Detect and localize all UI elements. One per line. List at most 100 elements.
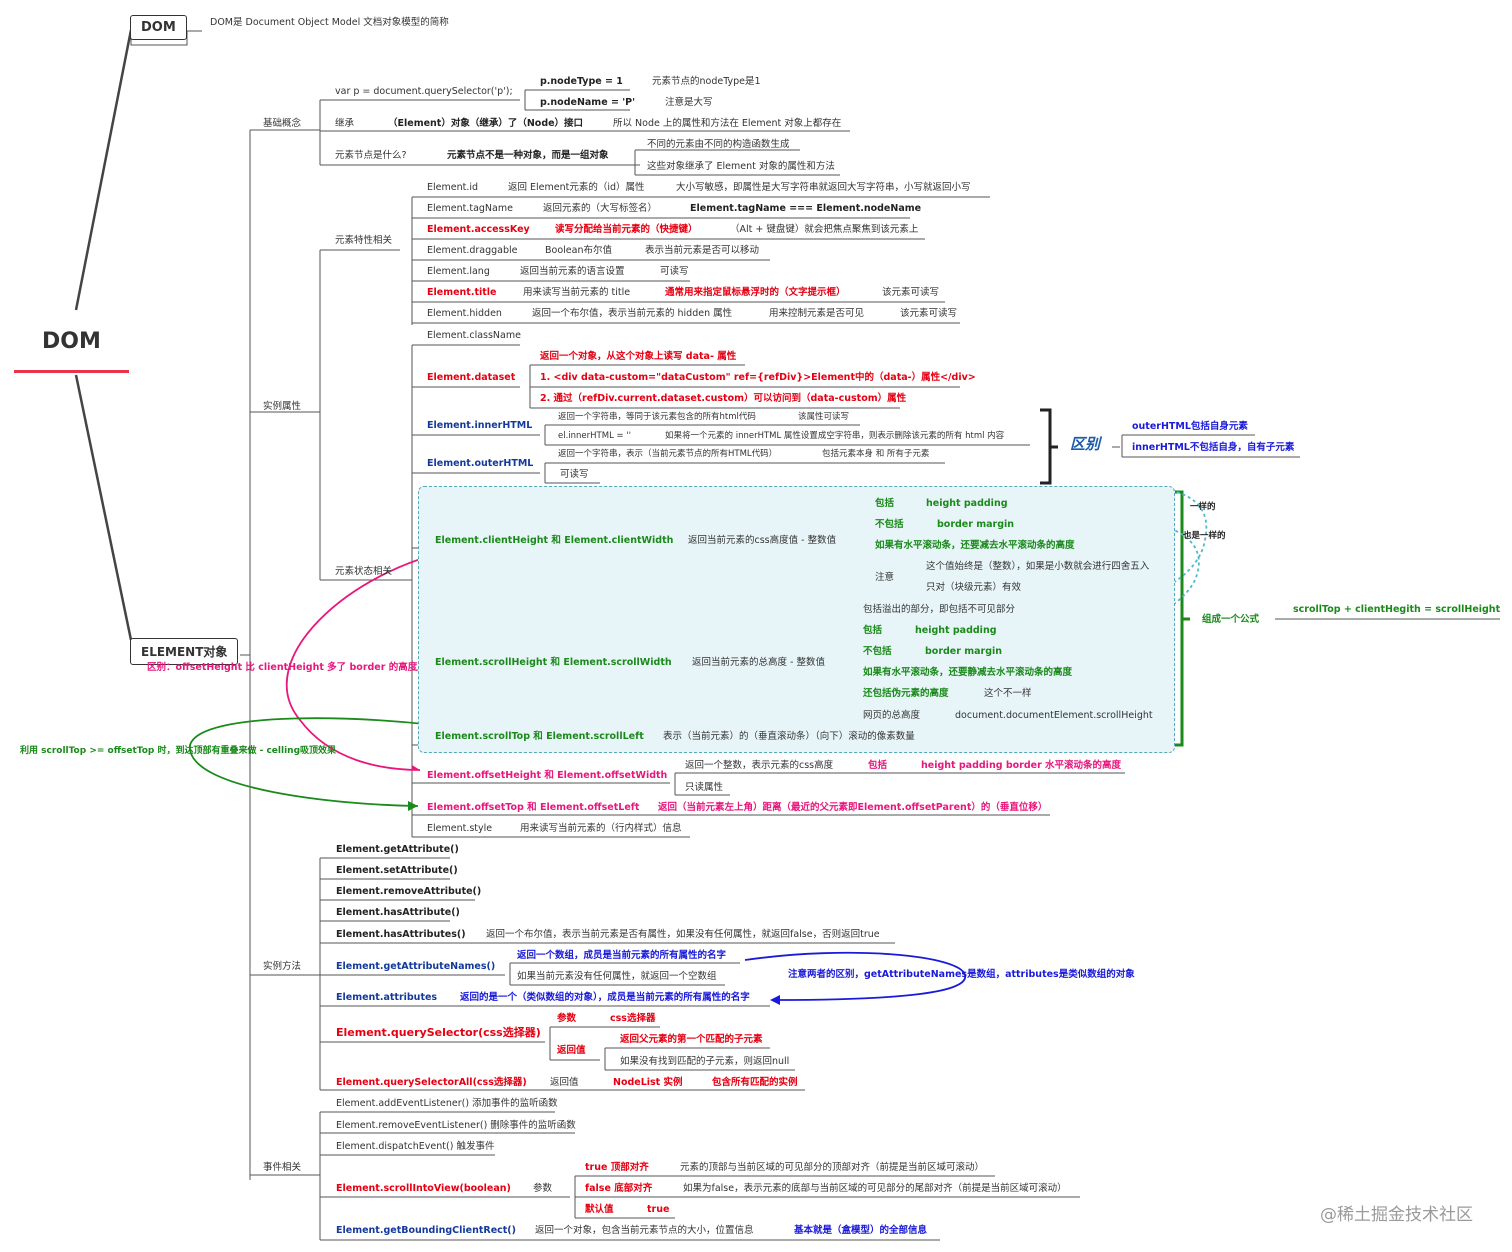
siv-true: true 顶部对齐 [585, 1162, 649, 1173]
ceiling-note: 利用 scrollTop >= offsetTop 时，到达顶部有重叠来做 - … [20, 746, 337, 756]
el-drag: Element.draggable [427, 245, 518, 256]
el-innerhtml: Element.innerHTML [427, 420, 533, 431]
oh-1: 返回一个整数，表示元素的css高度 [685, 760, 834, 771]
el-offsettop: Element.offsetTop 和 Element.offsetLeft [427, 802, 640, 813]
outer-2: 可读写 [560, 469, 589, 480]
sh-pseudo: 还包括伪元素的高度 [863, 688, 949, 699]
el-hidden-2: 用来控制元素是否可见 [769, 308, 865, 319]
inner-1b: 该属性可读写 [798, 412, 850, 422]
el-dataset: Element.dataset [427, 372, 516, 383]
el-id-1: 返回 Element元素的（id）属性 [508, 182, 645, 193]
siv-param: 参数 [533, 1183, 553, 1194]
nodename-desc: 注意是大写 [665, 97, 713, 108]
sh-exc-v: border margin [925, 646, 1003, 657]
el-ak: Element.accessKey [427, 224, 530, 235]
oh-inc: 包括 [868, 760, 888, 771]
basic-qs: var p = document.querySelector('p'); [335, 86, 513, 97]
dataset-1: 返回一个对象，从这个对象上读写 data- 属性 [540, 351, 737, 362]
element-state-panel [418, 486, 1175, 753]
el-lang-2: 可读写 [660, 266, 689, 277]
nodetype-desc: 元素节点的nodeType是1 [652, 76, 761, 87]
dataset-3: 2. 通过（refDiv.current.dataset.custom）可以访问… [540, 393, 907, 404]
m-queryselectorall: Element.querySelectorAll(css选择器) [336, 1077, 527, 1088]
qs-param: 参数 [557, 1013, 577, 1024]
m-getattr: Element.getAttribute() [336, 844, 459, 855]
client-1: 返回当前元素的css高度值 - 整数值 [688, 535, 837, 546]
el-title-2: 通常用来指定鼠标悬浮时的（文字提示框） [665, 287, 846, 298]
el-id: Element.id [427, 182, 479, 193]
same-2: 也是一样的 [1183, 531, 1226, 541]
root-underline [14, 370, 129, 373]
sh-pseudo-v: 这个不一样 [984, 688, 1032, 699]
basic-label: 基础概念 [263, 118, 302, 129]
oh-2: 只读属性 [685, 782, 724, 793]
qs-param-v: css选择器 [610, 1013, 656, 1024]
siv-default-v: true [647, 1204, 670, 1215]
el-title: Element.title [427, 287, 497, 298]
style-1: 用来读写当前元素的（行内样式）信息 [520, 823, 682, 834]
el-client: Element.clientHeight 和 Element.clientWid… [435, 535, 674, 546]
el-drag-2: 表示当前元素是否可以移动 [645, 245, 760, 256]
c-inc-v: height padding [926, 498, 1008, 509]
outer-1b: 包括元素本身 和 所有子元素 [822, 449, 930, 459]
qs-ret: 返回值 [557, 1045, 586, 1056]
inner-2: el.innerHTML = '' [558, 431, 632, 441]
c-note-1: 这个值始终是（整数），如果是小数就会进行四舍五入 [926, 561, 1150, 572]
inner-2b: 如果将一个元素的 innerHTML 属性设置成空字符串，则表示删除该元素的所有… [665, 431, 1005, 441]
what-1: 不同的元素由不同的构造函数生成 [647, 139, 790, 150]
formula: scrollTop + clientHegith = scrollHeight [1293, 604, 1501, 615]
el-tag: Element.tagName [427, 203, 513, 214]
sh-scroll: 如果有水平滚动条，还要静减去水平滚动条的高度 [863, 667, 1073, 678]
qsa-ret-d: 包含所有匹配的实例 [712, 1077, 798, 1088]
what: 元素节点是什么? [335, 150, 407, 161]
inner-1: 返回一个字符串，等同于该元素包含的所有html代码 [558, 412, 756, 422]
formula-label: 组成一个公式 [1202, 614, 1260, 625]
feature-label: 元素特性相关 [335, 235, 393, 246]
diff-label: 区别 [1070, 435, 1101, 453]
el-lang: Element.lang [427, 266, 490, 277]
ev-scrollintoview: Element.scrollIntoView(boolean) [336, 1183, 511, 1194]
el-tag-1: 返回元素的（大写标签名） [543, 203, 658, 214]
qs-ret-2: 如果没有找到匹配的子元素，则返回null [620, 1056, 790, 1067]
events-label: 事件相关 [263, 1162, 302, 1173]
el-title-1: 用来读写当前元素的 title [523, 287, 631, 298]
c-scroll: 如果有水平滚动条，还要减去水平滚动条的高度 [875, 540, 1075, 551]
inherit: 继承 [335, 118, 355, 129]
ot-1: 返回（当前元素左上角）距离（最近的父元素即Element.offsetParen… [658, 802, 1048, 813]
nodetype: p.nodeType = 1 [540, 76, 623, 87]
c-exc-v: border margin [937, 519, 1015, 530]
same-1: 一样的 [1190, 502, 1216, 512]
sh-page-v: document.documentElement.scrollHeight [955, 710, 1153, 721]
sh-a: 包括溢出的部分，即包括不可见部分 [863, 604, 1016, 615]
nodename: p.nodeName = 'P' [540, 97, 635, 108]
qs-ret-1: 返回父元素的第一个匹配的子元素 [620, 1034, 763, 1045]
dom-node[interactable]: DOM [130, 15, 187, 40]
what-2: 这些对象继承了 Element 对象的属性和方法 [647, 161, 835, 172]
sh-page: 网页的总高度 [863, 710, 921, 721]
el-offsetheight: Element.offsetHeight 和 Element.offsetWid… [427, 770, 668, 781]
m-setattr: Element.setAttribute() [336, 865, 458, 876]
sh-1: 返回当前元素的总高度 - 整数值 [692, 657, 825, 668]
el-title-3: 该元素可读写 [882, 287, 940, 298]
m-removeattr: Element.removeAttribute() [336, 886, 482, 897]
m-hasattrs: Element.hasAttributes() [336, 929, 466, 940]
state-label: 元素状态相关 [335, 566, 393, 577]
element-node[interactable]: ELEMENT对象 [130, 638, 239, 665]
ev-add: Element.addEventListener() 添加事件的监听函数 [336, 1098, 558, 1109]
st-1: 表示（当前元素）的（垂直滚动条）（向下）滚动的像素数量 [663, 731, 915, 742]
watermark: @稀土掘金技术社区 [1320, 1205, 1473, 1225]
el-tag-2: Element.tagName === Element.nodeName [690, 203, 922, 214]
m-attributes: Element.attributes [336, 992, 438, 1003]
offset-diff: 区别：offsetHeight 比 clientHeight 多了 border… [147, 662, 418, 673]
siv-default: 默认值 [585, 1204, 614, 1215]
instance-props-label: 实例属性 [263, 401, 302, 412]
dataset-2: 1. <div data-custom="dataCustom" ref={re… [540, 372, 976, 383]
ev-getboundingclientrect: Element.getBoundingClientRect() [336, 1225, 516, 1236]
inherit-desc: 所以 Node 上的属性和方法在 Element 对象上都存在 [613, 118, 842, 129]
m-hasattrs-1: 返回一个布尔值，表示当前元素是否有属性，如果没有任何属性，就返回false，否则… [486, 929, 880, 940]
gbcr-1: 返回一个对象，包含当前元素节点的大小，位置信息 [535, 1225, 754, 1236]
el-outerhtml: Element.outerHTML [427, 458, 534, 469]
siv-false: false 底部对齐 [585, 1183, 653, 1194]
ev-remove: Element.removeEventListener() 删除事件的监听函数 [336, 1120, 576, 1131]
diff-2: innerHTML不包括自身，自有子元素 [1132, 442, 1295, 453]
